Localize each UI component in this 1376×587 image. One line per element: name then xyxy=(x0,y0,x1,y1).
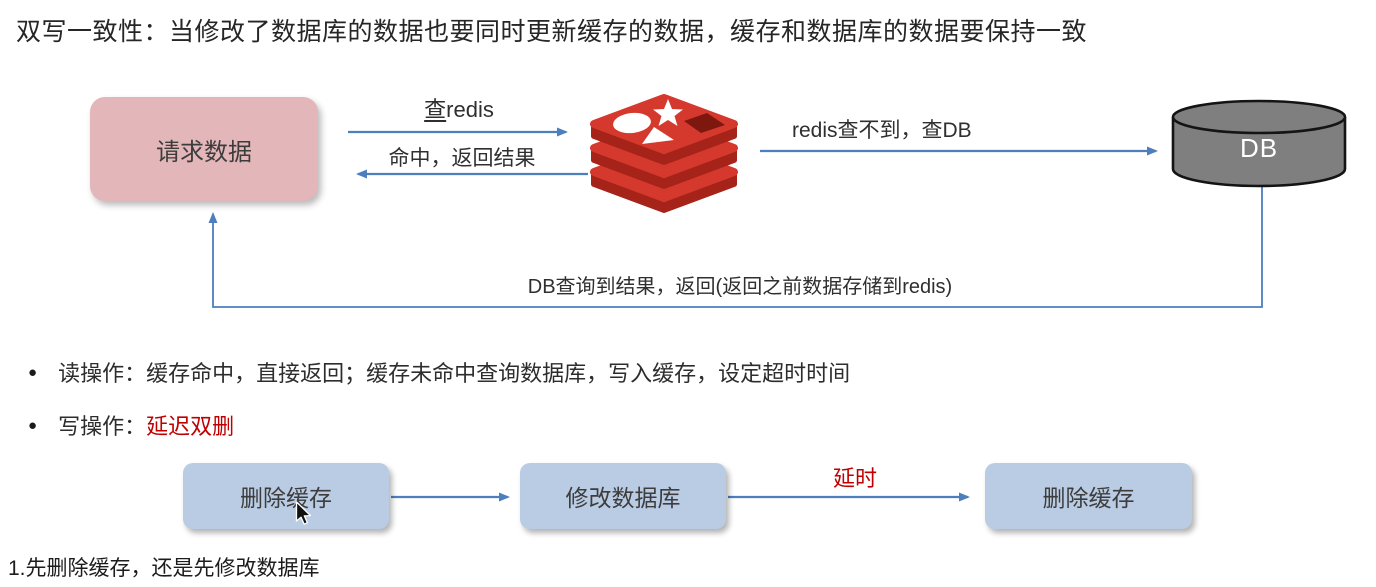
bullet-write-highlight: 延迟双删 xyxy=(146,414,235,439)
delete-cache-box-1: 删除缓存 xyxy=(183,463,389,529)
bullet-read-operation: ● 读操作：缓存命中，直接返回；缓存未命中查询数据库，写入缓存，设定超时时间 xyxy=(28,356,850,388)
footnote-text: 1.先删除缓存，还是先修改数据库 xyxy=(8,557,320,580)
delay-label: 延时 xyxy=(832,466,877,491)
hit-return-label: 命中，返回结果 xyxy=(388,147,536,170)
delete-cache-label-1: 删除缓存 xyxy=(240,485,332,511)
redis-hole-shape xyxy=(684,113,725,133)
request-data-label: 请求数据 xyxy=(156,138,252,166)
bullet-icon: ● xyxy=(28,363,38,381)
modify-database-label: 修改数据库 xyxy=(565,485,681,511)
db-cylinder-icon xyxy=(1171,99,1347,188)
db-return-label: DB查询到结果，返回(返回之前数据存储到redis) xyxy=(527,276,953,298)
page-title: 双写一致性：当修改了数据库的数据也要同时更新缓存的数据，缓存和数据库的数据要保持… xyxy=(16,18,1088,46)
redis-triangle-shape xyxy=(642,127,674,144)
redis-ellipse-shape xyxy=(613,112,651,134)
request-data-box: 请求数据 xyxy=(90,97,318,201)
redis-miss-label: redis查不到，查DB xyxy=(792,119,972,142)
delete-cache-box-2: 删除缓存 xyxy=(985,463,1192,529)
query-redis-label-rest: redis xyxy=(446,97,494,122)
bullet-write-operation: ● 写操作： 延迟双删 xyxy=(28,409,234,441)
delete-cache-label-2: 删除缓存 xyxy=(1042,485,1135,511)
bullet-icon: ● xyxy=(28,416,38,434)
redis-logo-icon xyxy=(590,94,738,213)
mouse-cursor xyxy=(295,501,312,525)
bullet-write-text: 写操作： xyxy=(58,414,147,439)
redis-slab-top xyxy=(590,94,738,165)
modify-database-box: 修改数据库 xyxy=(520,463,726,529)
redis-star-shape xyxy=(653,99,683,126)
query-redis-label-underlined: 查 xyxy=(424,97,447,122)
db-label: DB xyxy=(1239,133,1279,163)
bullet-read-text: 读操作：缓存命中，直接返回；缓存未命中查询数据库，写入缓存，设定超时时间 xyxy=(58,361,851,386)
query-redis-label: 查redis xyxy=(348,92,570,124)
